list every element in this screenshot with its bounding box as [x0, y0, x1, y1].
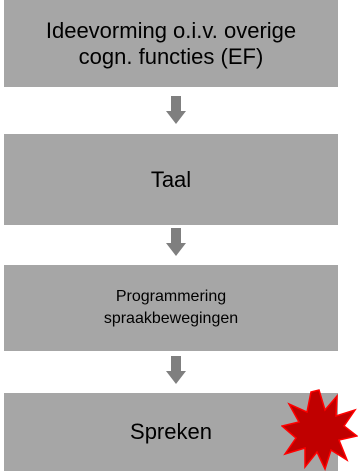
- step-label-ideevorming: Ideevorming o.i.v. overige cogn. functie…: [45, 17, 297, 69]
- step-label-programmering: Programmering spraakbewegingen: [103, 288, 239, 327]
- down-arrow-icon: [166, 356, 186, 384]
- step-label-spreken: Spreken: [130, 419, 212, 444]
- explosion-burst-icon: [281, 389, 358, 471]
- down-arrow-icon: [166, 228, 186, 256]
- step-box-spreken: Spreken: [4, 393, 338, 471]
- step-box-programmering: Programmering spraakbewegingen: [4, 265, 338, 351]
- step-label-taal: Taal: [150, 166, 192, 192]
- step-box-taal: Taal: [4, 134, 338, 225]
- down-arrow-icon: [166, 96, 186, 124]
- step-box-ideevorming: Ideevorming o.i.v. overige cogn. functie…: [4, 0, 338, 87]
